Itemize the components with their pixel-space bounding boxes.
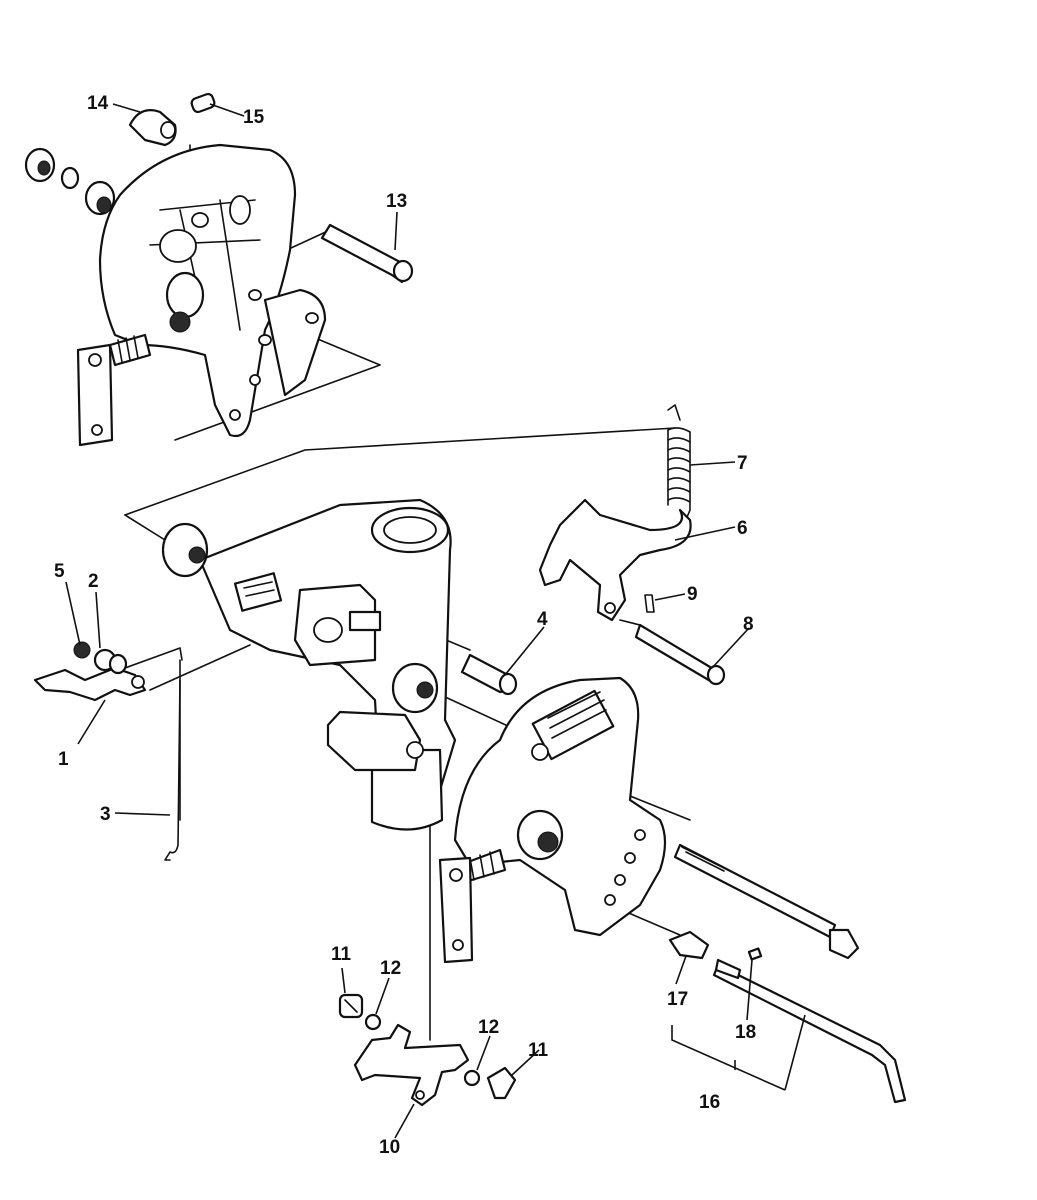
callout-3: 3 [100,804,111,825]
callout-1: 1 [58,749,69,770]
part-1-lever [33,666,147,702]
callout-labels: 1 2 3 4 5 6 7 8 9 10 11 11 12 12 13 14 1… [54,93,756,1158]
part-17-plate [668,930,710,960]
part-2-spring [93,647,183,675]
callout-16: 16 [699,1092,720,1113]
part-7-spring [667,404,691,523]
callout-12-left: 12 [380,958,401,979]
callout-18: 18 [735,1022,756,1043]
swivel-housing [161,498,457,831]
callout-7: 7 [737,453,748,474]
part-4-pin [460,653,518,696]
callout-11-right: 11 [528,1040,549,1061]
part-16-bracket [671,1014,806,1091]
part-14-cap [128,109,177,147]
part-10-yoke [353,1023,470,1107]
upper-clamp-washers [24,147,116,216]
callout-2: 2 [88,571,99,592]
part-11-knob-right [486,1066,517,1100]
callout-6: 6 [737,518,748,539]
part-11-knob-left [338,993,364,1019]
part-13-pin [320,223,414,284]
upper-clamp-bracket [76,143,327,447]
lower-clamp-bracket [438,676,667,964]
part-5-nut [73,641,91,659]
part-16-handle-rod [712,958,907,1104]
callout-17: 17 [667,989,688,1010]
long-bolt [673,843,860,960]
callout-14: 14 [87,93,109,114]
callout-leaders [65,103,753,1139]
callout-11-left: 11 [331,944,352,965]
part-12-washer-left [364,1013,382,1031]
part-15-pin [190,92,216,114]
callout-10: 10 [379,1137,400,1158]
callout-13: 13 [386,191,407,212]
callout-8: 8 [743,614,754,635]
part-8-pin [634,623,726,686]
part-18-pin [747,947,763,961]
callout-15: 15 [243,107,265,128]
callout-5: 5 [54,561,65,582]
callout-4: 4 [537,609,548,630]
part-9-cotter [644,594,655,613]
callout-12-right: 12 [478,1017,499,1038]
part-6-lever [538,498,692,622]
callout-9: 9 [687,584,698,605]
part-12-washer-right [463,1069,481,1087]
part-3-rod [164,679,181,861]
